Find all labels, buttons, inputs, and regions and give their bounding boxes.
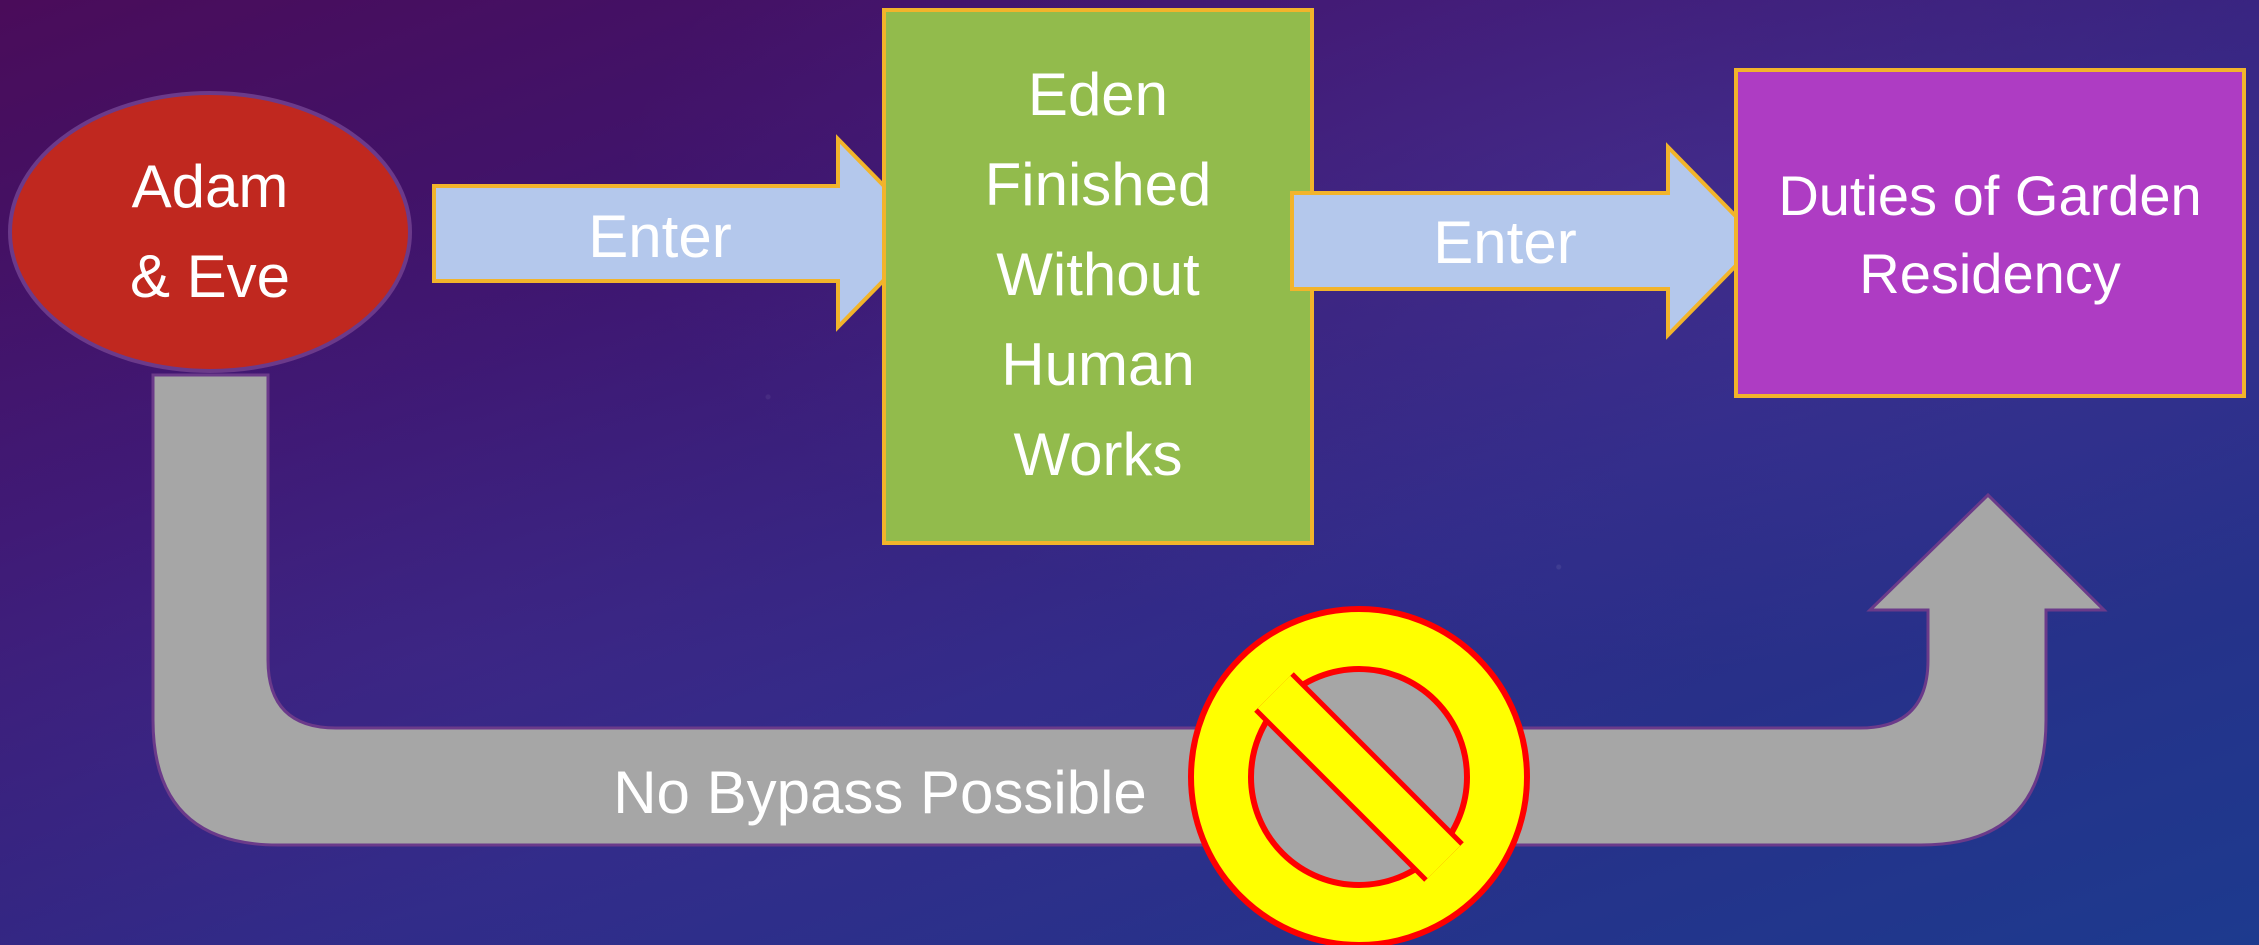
enter-arrow-2 [1290,142,1763,340]
eden-node [882,8,1314,545]
enter-label-1: Enter [588,202,732,270]
eden-line5: Works [1013,421,1183,488]
eden-label: Eden Finished Without Human Works [886,55,1310,495]
duties-label: Duties of Garden Residency [1740,155,2240,315]
adam-eve-line2: & Eve [129,243,291,310]
duties-line2: Residency [1859,242,2121,305]
duties-node [1734,68,2246,398]
duties-line1: Duties of Garden [1778,164,2202,227]
adam-eve-node [8,91,412,373]
bypass-label: No Bypass Possible [613,758,1147,826]
eden-line3: Without [996,241,1200,308]
enter-label-2: Enter [1433,208,1577,276]
eden-line2: Finished [984,151,1212,218]
adam-eve-label: Adam & Eve [40,140,380,324]
eden-line1: Eden [1027,61,1169,128]
bypass-arrow [151,373,2108,847]
adam-eve-line1: Adam [131,153,289,220]
eden-line4: Human [1001,331,1195,398]
prohibition-icon [1188,606,1530,945]
